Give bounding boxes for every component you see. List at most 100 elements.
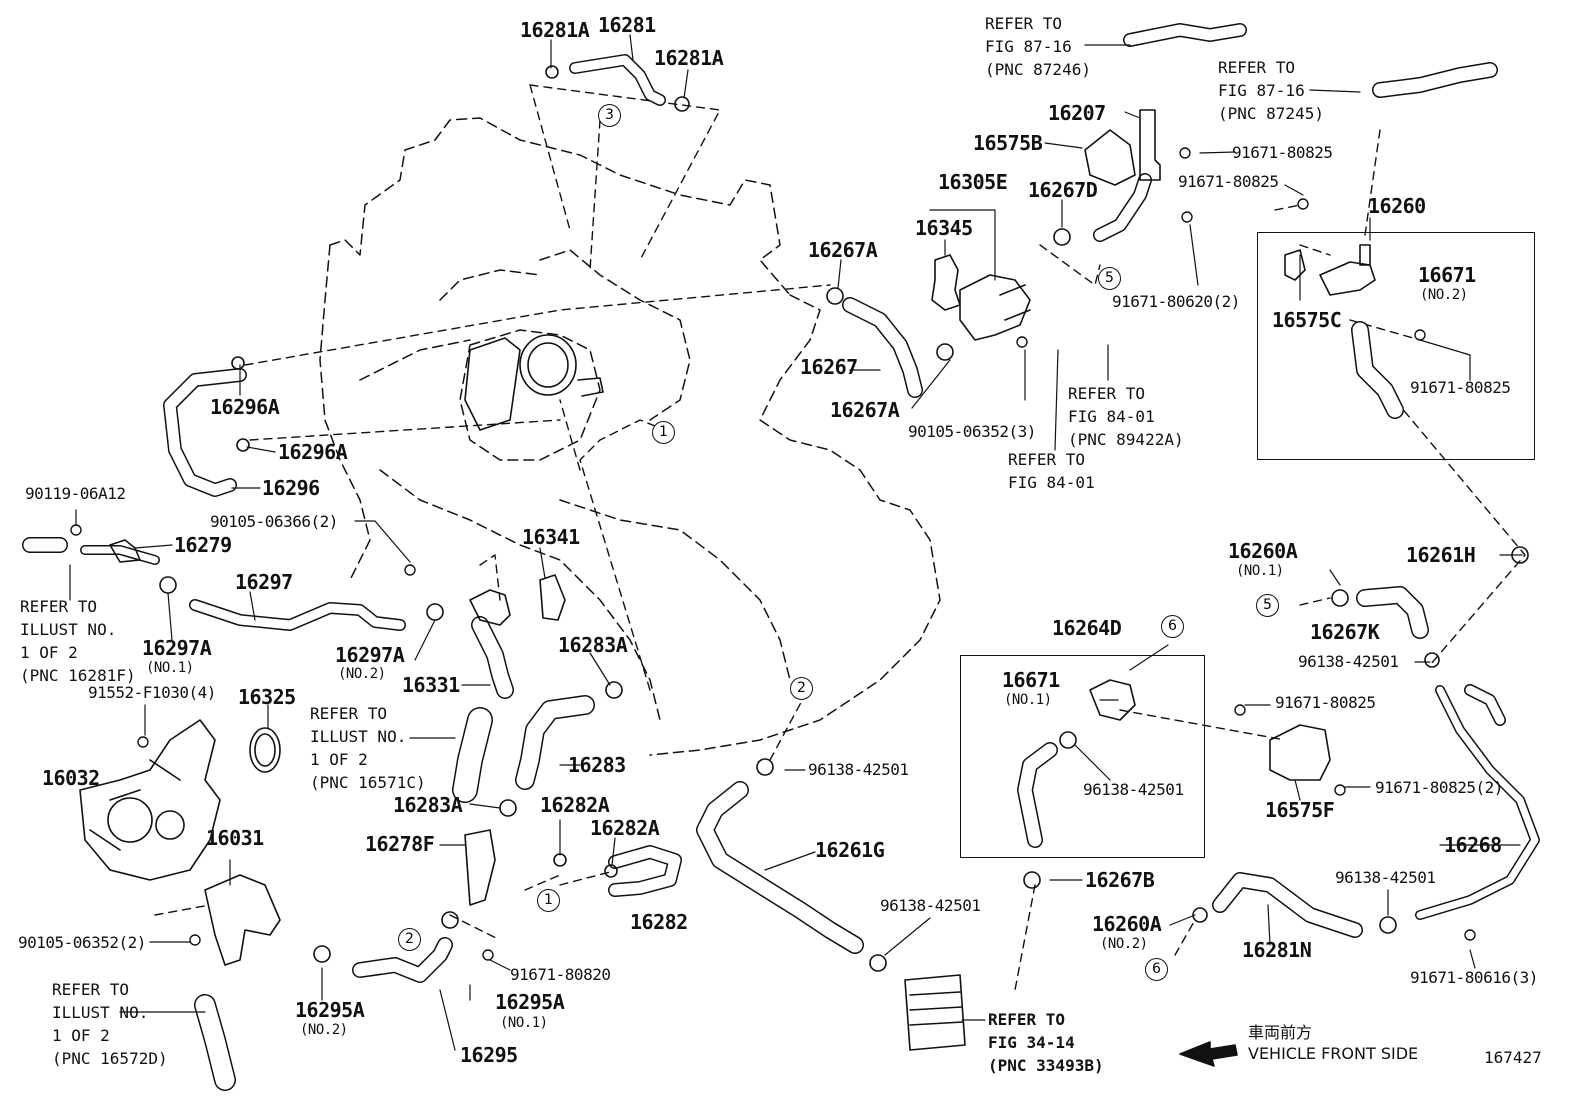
bolt-91671-80820[interactable]: 91671-80820	[510, 965, 611, 984]
bolt-90105-06366[interactable]: 90105-06366(2)	[210, 512, 338, 531]
part-16295[interactable]: 16295	[460, 1043, 518, 1067]
part-16575F[interactable]: 16575F	[1265, 798, 1335, 822]
ref-fig-87-16-b[interactable]: REFER TO FIG 87-16 (PNC 87245)	[1218, 58, 1324, 123]
ref-fig-87-16-a[interactable]: REFER TO FIG 87-16 (PNC 87246)	[985, 14, 1091, 79]
bolt-96138-42501-e[interactable]: 96138-42501	[1335, 868, 1436, 887]
bolt-90105-06352-2[interactable]: 90105-06352(2)	[18, 933, 146, 952]
part-16260A-no2[interactable]: 16260A	[1092, 912, 1162, 936]
ref-fig-84-01-b[interactable]: REFER TO FIG 84-01	[1008, 450, 1095, 492]
throttle-body	[464, 334, 604, 431]
part-16260A-no1[interactable]: 16260A	[1228, 539, 1298, 563]
components	[79, 109, 1376, 1051]
bolt-96138-42501-a[interactable]: 96138-42501	[808, 760, 909, 779]
part-16267A-bottom[interactable]: 16267A	[830, 398, 900, 422]
part-16032[interactable]: 16032	[42, 766, 100, 790]
part-16282A-2[interactable]: 16282A	[590, 816, 660, 840]
bolt-91552-F1030[interactable]: 91552-F1030(4)	[88, 683, 216, 702]
engine-outline	[319, 117, 941, 756]
part-16283A-2[interactable]: 16283A	[393, 793, 463, 817]
part-16207[interactable]: 16207	[1048, 101, 1106, 125]
leader-dashes	[154, 84, 1526, 991]
vehicle-front-arrow	[1179, 1041, 1238, 1067]
part-16267A-top[interactable]: 16267A	[808, 238, 878, 262]
callout-2-center: 2	[790, 677, 813, 700]
part-16281A-right[interactable]: 16281A	[654, 46, 724, 70]
callout-3: 3	[598, 104, 621, 127]
part-16296A-2[interactable]: 16296A	[278, 440, 348, 464]
bolt-96138-42501-d[interactable]: 96138-42501	[1298, 652, 1399, 671]
callout-5-top: 5	[1098, 267, 1121, 290]
illustration-number: 167427	[1484, 1048, 1542, 1067]
part-16295A-no1[interactable]: 16295A	[495, 990, 565, 1014]
bolt-91671-80620[interactable]: 91671-80620(2)	[1112, 292, 1240, 311]
part-16296[interactable]: 16296	[262, 476, 320, 500]
ref-fig-84-01-a[interactable]: REFER TO FIG 84-01 (PNC 89422A)	[1068, 384, 1184, 449]
part-16283[interactable]: 16283	[568, 753, 626, 777]
part-16261H[interactable]: 16261H	[1406, 543, 1476, 567]
bolt-91671-80825-2[interactable]: 91671-80825(2)	[1375, 778, 1503, 797]
part-16305E[interactable]: 16305E	[938, 170, 1008, 194]
part-16297A-no2-sub: (NO.2)	[338, 666, 386, 682]
part-16267B[interactable]: 16267B	[1085, 868, 1155, 892]
part-16281[interactable]: 16281	[598, 13, 656, 37]
part-16671-no1[interactable]: 16671	[1002, 668, 1060, 692]
part-16297A-no2[interactable]: 16297A	[335, 643, 405, 667]
bolt-91671-80616[interactable]: 91671-80616(3)	[1410, 968, 1538, 987]
part-16325[interactable]: 16325	[238, 685, 296, 709]
callout-6-bottom: 6	[1145, 958, 1168, 981]
callout-1-top: 1	[652, 421, 675, 444]
part-16296A-1[interactable]: 16296A	[210, 395, 280, 419]
part-16268[interactable]: 16268	[1444, 833, 1502, 857]
part-16283A-1[interactable]: 16283A	[558, 633, 628, 657]
part-16031[interactable]: 16031	[206, 826, 264, 850]
bolt-96138-42501-c[interactable]: 96138-42501	[880, 896, 981, 915]
leader-lines	[69, 34, 1523, 1051]
part-16260[interactable]: 16260	[1368, 194, 1426, 218]
part-16295A-no2[interactable]: 16295A	[295, 998, 365, 1022]
bolt-91671-80825-c[interactable]: 91671-80825	[1410, 378, 1511, 397]
part-16267D[interactable]: 16267D	[1028, 178, 1098, 202]
part-16279[interactable]: 16279	[174, 533, 232, 557]
part-16264D[interactable]: 16264D	[1052, 616, 1122, 640]
part-16345[interactable]: 16345	[915, 216, 973, 240]
part-16281A-top[interactable]: 16281A	[520, 18, 590, 42]
callout-1-bottom: 1	[537, 889, 560, 912]
part-16267K[interactable]: 16267K	[1310, 620, 1380, 644]
callout-2-left: 2	[398, 928, 421, 951]
bolt-90119-06A12[interactable]: 90119-06A12	[25, 484, 126, 503]
part-16295A-no2-sub: (NO.2)	[300, 1022, 348, 1038]
part-16671-no2-sub: (NO.2)	[1420, 287, 1468, 303]
part-16575C[interactable]: 16575C	[1272, 308, 1342, 332]
part-16260A-no1-sub: (NO.1)	[1236, 563, 1284, 579]
part-16297A-no1[interactable]: 16297A	[142, 636, 212, 660]
part-16295A-no1-sub: (NO.1)	[500, 1015, 548, 1031]
part-16261G[interactable]: 16261G	[815, 838, 885, 862]
part-16297[interactable]: 16297	[235, 570, 293, 594]
part-16331[interactable]: 16331	[402, 673, 460, 697]
bolts	[70, 147, 1476, 961]
part-16575B[interactable]: 16575B	[973, 131, 1043, 155]
part-16297A-no1-sub: (NO.1)	[146, 660, 194, 676]
part-16281N[interactable]: 16281N	[1242, 938, 1312, 962]
part-16260A-no2-sub: (NO.2)	[1100, 936, 1148, 952]
part-16671-no1-sub: (NO.1)	[1004, 692, 1052, 708]
vehicle-front-jp: 車両前方	[1248, 1023, 1313, 1042]
callout-5-right: 5	[1256, 594, 1279, 617]
part-16671-no2[interactable]: 16671	[1418, 263, 1476, 287]
bolt-91671-80825-d[interactable]: 91671-80825	[1275, 693, 1376, 712]
bolt-96138-42501-b[interactable]: 96138-42501	[1083, 780, 1184, 799]
part-16282A-1[interactable]: 16282A	[540, 793, 610, 817]
ref-illust-16571C[interactable]: REFER TO ILLUST NO. 1 OF 2 (PNC 16571C)	[310, 704, 426, 792]
ref-illust-16281F[interactable]: REFER TO ILLUST NO. 1 OF 2 (PNC 16281F)	[20, 597, 136, 685]
part-16278F[interactable]: 16278F	[365, 832, 435, 856]
part-16267[interactable]: 16267	[800, 355, 858, 379]
part-16282[interactable]: 16282	[630, 910, 688, 934]
part-16341[interactable]: 16341	[522, 525, 580, 549]
clamps	[159, 65, 1529, 972]
bolt-91671-80825-a[interactable]: 91671-80825	[1232, 143, 1333, 162]
ref-fig-34-14[interactable]: REFER TO FIG 34-14 (PNC 33493B)	[988, 1010, 1104, 1075]
ref-illust-16572D[interactable]: REFER TO ILLUST NO. 1 OF 2 (PNC 16572D)	[52, 980, 168, 1068]
bolt-90105-06352-3[interactable]: 90105-06352(3)	[908, 422, 1036, 441]
bolt-91671-80825-b[interactable]: 91671-80825	[1178, 172, 1279, 191]
